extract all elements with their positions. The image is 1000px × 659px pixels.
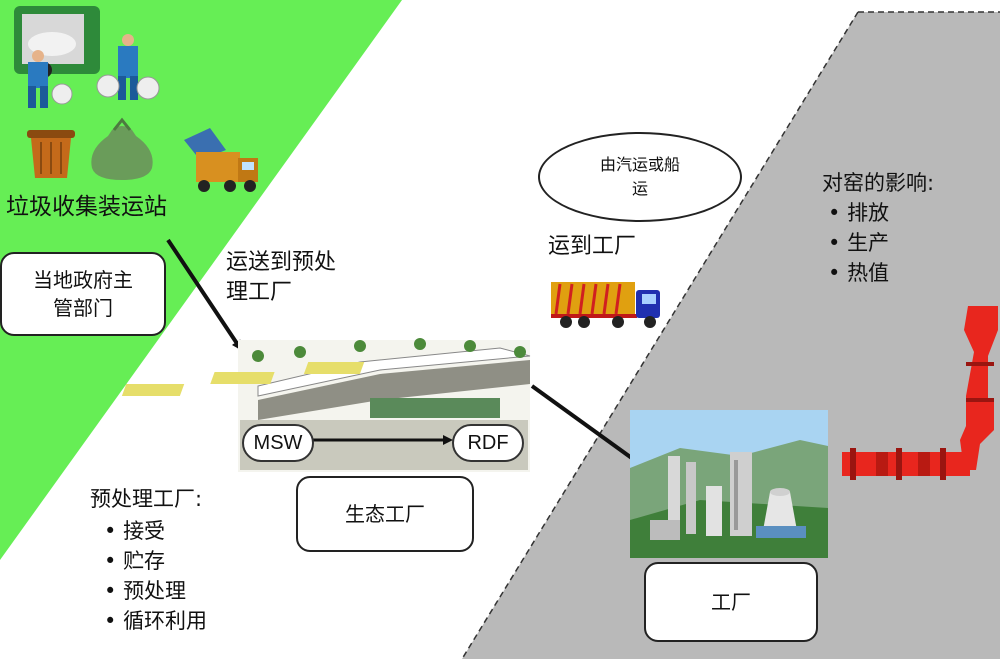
kiln-impact-list: 排放 生产 热值 — [828, 198, 889, 288]
collection-zone — [0, 0, 402, 560]
shipping-mode-ellipse: 由汽运或船 运 — [538, 132, 742, 222]
msw-label: MSW — [242, 424, 314, 462]
pretreatment-list: 接受 贮存 预处理 循环利用 — [104, 516, 207, 636]
local-authority-label: 当地政府主 管部门 — [33, 268, 133, 320]
list-item: 预处理 — [104, 576, 207, 606]
factory-box: 工厂 — [644, 562, 818, 642]
list-item: 接受 — [104, 516, 207, 546]
transport-to-plant-label: 运送到预处 理工厂 — [226, 250, 337, 305]
plant-zone-edge — [461, 11, 859, 659]
arrow-to-factory — [530, 384, 643, 466]
factory-label: 工厂 — [711, 590, 751, 614]
transport-truck-icon — [551, 282, 660, 328]
garbage-bag-icon — [91, 117, 153, 180]
cement-factory-photo — [630, 410, 828, 558]
dump-truck-icon — [184, 128, 258, 192]
trash-can-icon — [27, 130, 75, 178]
cement-kiln-illustration — [842, 306, 998, 480]
list-item: 贮存 — [104, 546, 207, 576]
list-item: 循环利用 — [104, 606, 207, 636]
collection-station-title: 垃圾收集装运站 — [6, 194, 167, 220]
eco-factory-label: 生态工厂 — [345, 502, 425, 526]
kiln-impact-title: 对窑的影响: — [822, 171, 935, 195]
rdf-label: RDF — [452, 424, 524, 462]
list-item: 生产 — [828, 228, 889, 258]
local-authority-box: 当地政府主 管部门 — [0, 252, 166, 336]
plant-zone — [462, 12, 1000, 659]
ship-to-factory-label: 运到工厂 — [548, 234, 637, 259]
list-item: 排放 — [828, 198, 889, 228]
pretreatment-title: 预处理工厂: — [90, 487, 203, 511]
arrow-to-pretreatment — [166, 238, 242, 351]
list-item: 热值 — [828, 258, 889, 288]
eco-factory-box: 生态工厂 — [296, 476, 474, 552]
garbage-truck-workers-illustration — [14, 6, 160, 108]
shipping-mode-label: 由汽运或船 运 — [599, 155, 680, 198]
